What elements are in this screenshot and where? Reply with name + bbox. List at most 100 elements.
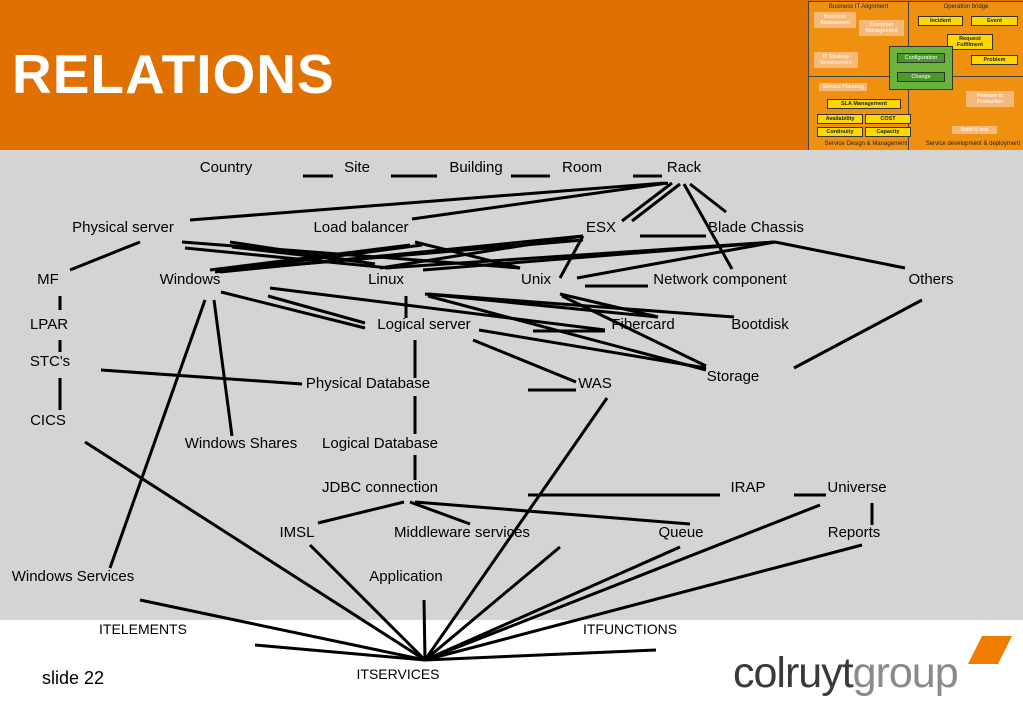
link [84, 440, 426, 662]
thumb-footer-development: Service development & deployment [925, 141, 1021, 147]
link [108, 299, 207, 569]
node-esx: ESX [585, 219, 617, 236]
node-room: Room [561, 159, 603, 176]
link [409, 500, 471, 526]
link [427, 294, 707, 372]
logo-mark-icon [968, 636, 1012, 664]
node-building: Building [449, 159, 503, 176]
node-country: Country [199, 159, 253, 176]
thumb-incident: Incident [918, 16, 963, 26]
link [267, 294, 366, 325]
logo-text-primary: colruyt [733, 649, 854, 697]
link [424, 648, 657, 662]
thumb-problem: Problem [971, 55, 1018, 65]
node-imsl: IMSL [279, 524, 315, 541]
link [621, 181, 673, 223]
node-itelements: ITELEMENTS [99, 621, 187, 637]
node-bootdisk: Bootdisk [731, 316, 789, 333]
thumb-continuity: Continuity [817, 127, 863, 137]
link [308, 543, 427, 662]
node-windows-services: Windows Services [11, 568, 135, 585]
node-physical-database: Physical Database [305, 375, 431, 392]
thumb-availability: Availability [817, 114, 863, 124]
node-site: Site [344, 159, 370, 176]
link [184, 246, 391, 270]
slide-number: slide 22 [42, 668, 105, 688]
thumb-build: Build & test [952, 126, 997, 134]
thumb-release: Release to Production [966, 91, 1014, 107]
node-fibercard: Fibercard [611, 316, 675, 333]
thumb-change: Change [897, 72, 945, 82]
link [212, 299, 234, 437]
link [411, 181, 669, 221]
link [422, 240, 776, 272]
link [229, 238, 584, 272]
link [379, 234, 584, 270]
link [559, 292, 659, 319]
node-storage: Storage [706, 368, 760, 385]
link [472, 338, 577, 384]
link [424, 545, 561, 662]
node-stcs: STC's [29, 353, 71, 370]
link [424, 545, 681, 662]
link [631, 182, 681, 223]
thumb-configuration: Configuration [897, 53, 945, 63]
link [414, 500, 691, 526]
node-physical-server: Physical server [72, 219, 174, 236]
link [269, 286, 606, 332]
node-windows: Windows [159, 271, 221, 288]
link [424, 503, 821, 662]
node-logical-database: Logical Database [322, 435, 438, 452]
thumb-customer-management: Customer Management [859, 20, 904, 36]
node-unix: Unix [520, 271, 552, 288]
link [793, 298, 923, 370]
node-irap: IRAP [730, 479, 766, 496]
node-logical-server: Logical server [377, 316, 471, 333]
thumb-header-operation: Operation bridge [943, 4, 989, 10]
link [100, 368, 303, 386]
link [423, 397, 609, 661]
link [422, 599, 427, 661]
node-queue: Queue [658, 524, 704, 541]
link [576, 240, 776, 280]
node-itfunctions: ITFUNCTIONS [582, 621, 678, 637]
link [209, 243, 411, 272]
link [69, 240, 141, 272]
link [774, 240, 906, 270]
thumb-it-strategy: IT Strategy development [814, 52, 858, 68]
thumb-capacity: Capacity [865, 127, 911, 137]
link [478, 328, 707, 370]
link [317, 500, 405, 525]
node-mf: MF [37, 271, 59, 288]
thumb-header-business: Business IT Alignment [828, 4, 889, 10]
node-itservices: ITSERVICES [356, 666, 440, 682]
link [254, 643, 426, 662]
link [139, 598, 426, 662]
node-lpar: LPAR [29, 316, 69, 333]
thumb-footer-design: Service Design & Management [824, 141, 908, 147]
itil-process-thumbnail: Business IT Alignment Operation bridge S… [808, 1, 1023, 151]
link [561, 294, 707, 368]
node-universe: Universe [827, 479, 887, 496]
thumb-request: Request Fulfilment [947, 34, 993, 50]
node-rack: Rack [666, 159, 702, 176]
node-jdbc-connection: JDBC connection [322, 479, 438, 496]
link [424, 543, 863, 662]
node-linux: Linux [368, 271, 404, 288]
thumb-business-assessment: Business Assessment [814, 12, 856, 28]
node-others: Others [908, 271, 954, 288]
thumb-event: Event [971, 16, 1018, 26]
thumb-service-planning: Service Planning [819, 83, 867, 91]
link [682, 183, 734, 270]
logo-text-secondary: group [852, 649, 959, 697]
link [189, 181, 666, 222]
slide-title: RELATIONS [12, 43, 335, 105]
node-was: WAS [578, 375, 612, 392]
thumb-cost: COST [865, 114, 911, 124]
title-banner: RELATIONS Business IT Alignment Operatio… [0, 0, 1023, 151]
node-reports: Reports [827, 524, 881, 541]
node-middleware-services: Middleware services [394, 524, 530, 541]
node-windows-shares: Windows Shares [184, 435, 298, 452]
link [689, 182, 727, 214]
